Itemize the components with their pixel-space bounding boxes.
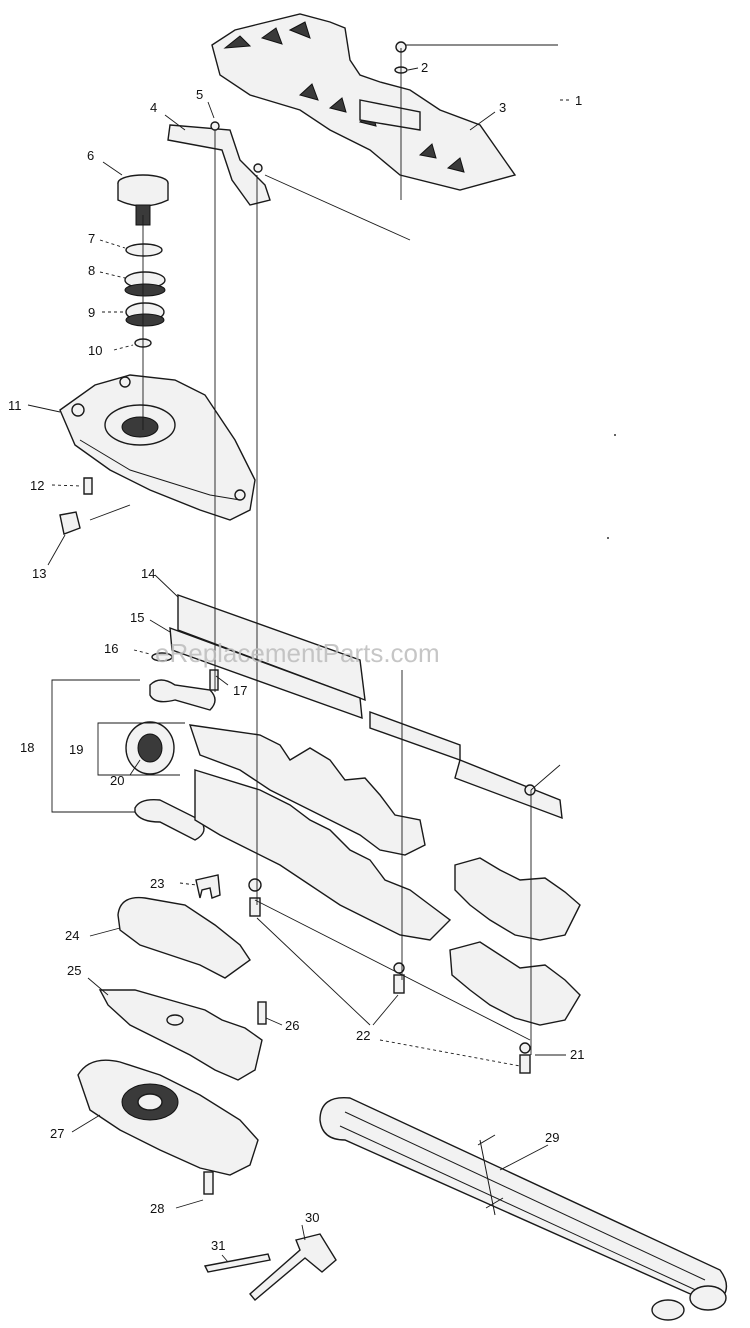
part-washer-16 (151, 652, 173, 662)
part-washer-22a (248, 878, 262, 892)
part-drive-gear-20 (125, 721, 175, 775)
part-plate-hole (166, 1014, 184, 1026)
part-bolt-22b (393, 974, 405, 994)
callout-19: 19 (69, 742, 83, 757)
callout-labels: 1 2 3 4 5 6 7 8 9 10 11 12 13 14 15 16 1… (8, 60, 584, 1253)
part-screw-28 (203, 1171, 214, 1195)
callout-12: 12 (30, 478, 44, 493)
callout-29: 29 (545, 1130, 559, 1145)
callout-9: 9 (88, 305, 95, 320)
part-cover-plate-25 (98, 989, 263, 1081)
part-lower-housing-27 (77, 1059, 259, 1176)
callout-30: 30 (305, 1210, 319, 1225)
callout-15: 15 (130, 610, 144, 625)
part-bolt-17 (209, 669, 219, 691)
part-bolt-21 (519, 1054, 531, 1074)
callout-1: 1 (575, 93, 582, 108)
callout-25: 25 (67, 963, 81, 978)
callout-17: 17 (233, 683, 247, 698)
callout-3: 3 (499, 100, 506, 115)
part-gasket-24 (117, 896, 251, 979)
callout-27: 27 (50, 1126, 64, 1141)
part-small-bolt (210, 121, 220, 131)
part-link-upper (149, 679, 216, 711)
part-screw-12 (83, 477, 93, 495)
callout-6: 6 (87, 148, 94, 163)
callout-20: 20 (110, 773, 124, 788)
callout-18: 18 (20, 740, 34, 755)
part-handle-tube-29 (319, 1096, 728, 1321)
part-wrench-30 (249, 1233, 337, 1301)
callout-11: 11 (8, 398, 22, 413)
callout-23: 23 (150, 876, 164, 891)
callout-5: 5 (196, 87, 203, 102)
part-link-lower (134, 798, 205, 841)
watermark: eReplacementParts.com (155, 638, 440, 668)
part-washer-top (524, 784, 536, 796)
assembly-lines (89, 44, 561, 1055)
callout-14: 14 (141, 566, 155, 581)
part-gear-housing (59, 374, 256, 521)
part-lever-washer (253, 163, 263, 173)
part-clip-23 (195, 874, 221, 899)
callout-21: 21 (570, 1047, 584, 1062)
part-bolt-13 (59, 511, 81, 535)
callout-16: 16 (104, 641, 118, 656)
part-gear-stack (117, 174, 169, 348)
callout-22: 22 (356, 1028, 370, 1043)
callout-7: 7 (88, 231, 95, 246)
part-top-blade (211, 13, 517, 191)
callout-28: 28 (150, 1201, 164, 1216)
part-bolt-22a (249, 897, 261, 917)
callout-10: 10 (88, 343, 102, 358)
part-lever-plate (167, 124, 271, 206)
callout-2: 2 (421, 60, 428, 75)
part-screw-26 (257, 1001, 267, 1025)
leader-lines (27, 67, 572, 1263)
part-guide-bars (169, 594, 563, 820)
bracket-19 (97, 722, 185, 776)
stray-dot (614, 434, 616, 436)
callout-8: 8 (88, 263, 95, 278)
callout-13: 13 (32, 566, 46, 581)
part-washer-21 (519, 1042, 531, 1054)
bracket-18 (51, 679, 140, 813)
part-pin-31 (203, 1253, 271, 1273)
callout-31: 31 (211, 1238, 225, 1253)
callout-24: 24 (65, 928, 79, 943)
callout-26: 26 (285, 1018, 299, 1033)
callout-4: 4 (150, 100, 157, 115)
stray-dot (607, 537, 609, 539)
part-lower-blades (188, 724, 581, 1026)
